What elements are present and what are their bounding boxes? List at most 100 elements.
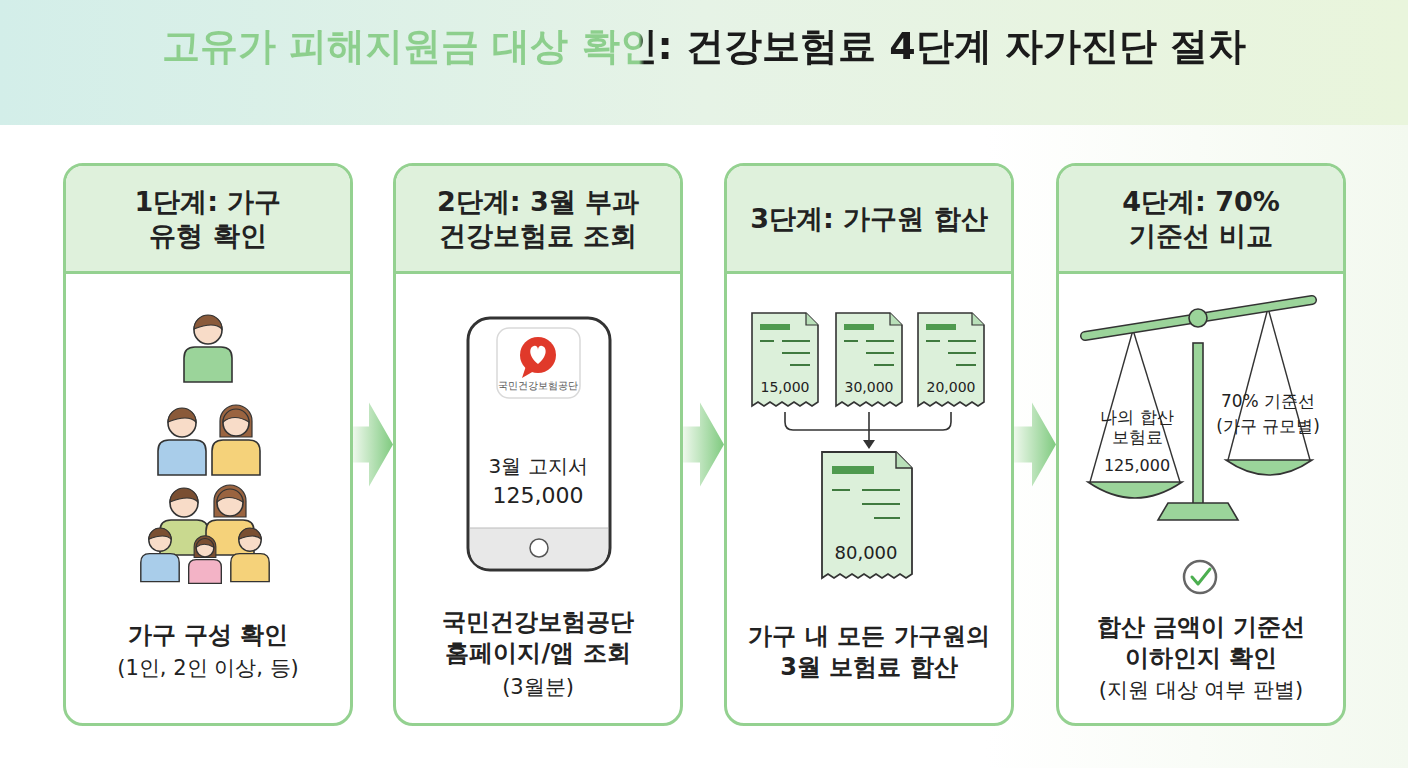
scale-string <box>1133 330 1180 482</box>
receipt-line <box>790 364 810 366</box>
sum-arrow-head <box>863 440 875 449</box>
flow-arrow <box>683 403 724 487</box>
receipt-line <box>956 364 976 366</box>
receipt-line <box>862 503 900 505</box>
step-description: 가구 구성 확인 <box>78 620 338 651</box>
flow-arrow <box>1014 403 1056 487</box>
person-icon <box>158 408 206 475</box>
receipt-line <box>948 352 976 354</box>
app-logo-circle <box>520 337 556 373</box>
scale-string <box>1228 308 1268 460</box>
step-description: (지원 대상 여부 판별) <box>1066 677 1336 704</box>
check-circle <box>1184 561 1216 593</box>
receipt-line <box>874 517 900 519</box>
person-head <box>149 529 171 551</box>
sum-bracket <box>785 412 951 430</box>
scale-pan-left <box>1088 482 1182 498</box>
receipt-line <box>760 340 774 342</box>
receipt-fold <box>806 313 818 325</box>
person-icon <box>189 536 222 584</box>
receipt-line <box>926 340 940 342</box>
title-wrap: 고유가 피해지원금 대상 확인: 건강보험료 4단계 자가진단 절차 <box>0 0 1408 92</box>
receipt-total-shape <box>822 452 912 578</box>
receipt-line <box>832 489 850 491</box>
person-hair-long <box>214 485 246 517</box>
scale-pivot <box>1189 309 1207 327</box>
app-logo-tail <box>522 366 534 378</box>
person-head <box>194 316 222 344</box>
person-head <box>168 409 196 437</box>
person-icon <box>184 315 232 382</box>
step-heading: 1단계: 가구 유형 확인 <box>66 166 350 271</box>
person-body <box>206 520 254 555</box>
step-panel: 1단계: 가구 유형 확인가구 구성 확인 (1인, 2인 이상, 등) <box>63 163 353 726</box>
scale-string <box>1268 308 1310 460</box>
person-icon <box>231 528 269 582</box>
step-heading: 4단계: 70% 기준선 비교 <box>1059 166 1343 271</box>
sum-bracket-stem <box>868 412 870 442</box>
step-description: (3월분) <box>408 674 668 701</box>
person-icon <box>206 485 254 555</box>
person-hair <box>149 528 171 539</box>
receipt-line <box>866 352 894 354</box>
person-head <box>170 489 198 517</box>
person-body <box>212 440 260 475</box>
phone-home-button <box>530 539 548 557</box>
receipt-line <box>866 340 894 342</box>
person-icon <box>160 488 208 555</box>
person-icon <box>141 528 179 582</box>
receipt-bar <box>832 466 874 474</box>
receipt-line <box>862 489 900 491</box>
person-body <box>184 347 232 382</box>
scale-pan-right <box>1226 460 1312 475</box>
receipt-fold <box>972 313 984 325</box>
person-hair <box>196 538 214 547</box>
step-description: 국민건강보험공단 홈페이지/앱 조회 <box>413 607 663 669</box>
person-hair <box>194 315 222 329</box>
step-description: 합산 금액이 기준선 이하인지 확인 <box>1081 612 1321 674</box>
receipt-bar <box>926 324 956 330</box>
receipt-line <box>874 364 894 366</box>
receipt-bar <box>760 324 790 330</box>
receipt-shape <box>752 313 818 406</box>
step-panel: 2단계: 3월 부과 건강보험료 조회국민건강보험공단 홈페이지/앱 조회 (3월… <box>393 163 683 726</box>
person-icon <box>212 405 260 475</box>
person-hair <box>170 488 198 502</box>
person-body <box>160 520 208 555</box>
flow-arrow <box>353 403 393 487</box>
person-hair <box>223 409 249 422</box>
person-hair <box>239 528 261 539</box>
phone-body <box>468 318 610 570</box>
app-logo-heart <box>530 346 545 364</box>
person-head <box>239 529 261 551</box>
step-heading: 2단계: 3월 부과 건강보험료 조회 <box>396 166 680 271</box>
receipt-fold <box>896 452 912 468</box>
receipt-fold <box>890 313 902 325</box>
check-mark <box>1192 569 1210 584</box>
person-hair-long <box>220 405 252 437</box>
person-head <box>217 490 243 516</box>
receipt-shape <box>836 313 902 406</box>
scale-base <box>1158 503 1238 520</box>
person-body <box>158 440 206 475</box>
person-body <box>189 560 222 584</box>
scale-beam-outline <box>1085 300 1312 336</box>
scale-beam <box>1085 300 1312 336</box>
step-description: (1인, 2인 이상, 등) <box>73 655 343 682</box>
person-body <box>141 554 179 582</box>
step-description: 가구 내 모든 가구원의 3월 보험료 합산 <box>743 621 995 683</box>
person-hair-long <box>194 536 216 558</box>
step-panel: 3단계: 가구원 합산가구 내 모든 가구원의 3월 보험료 합산 <box>724 163 1014 726</box>
person-hair <box>217 489 243 502</box>
phone-bottom-bar <box>470 528 608 568</box>
app-icon <box>497 328 580 398</box>
receipt-line <box>782 352 810 354</box>
person-head <box>196 539 214 557</box>
phone-screen-edge <box>470 528 608 529</box>
step-heading: 3단계: 가구원 합산 <box>727 166 1011 271</box>
person-hair <box>168 408 196 422</box>
receipt-line <box>948 340 976 342</box>
step-panel: 4단계: 70% 기준선 비교합산 금액이 기준선 이하인지 확인 (지원 대상 … <box>1056 163 1346 726</box>
